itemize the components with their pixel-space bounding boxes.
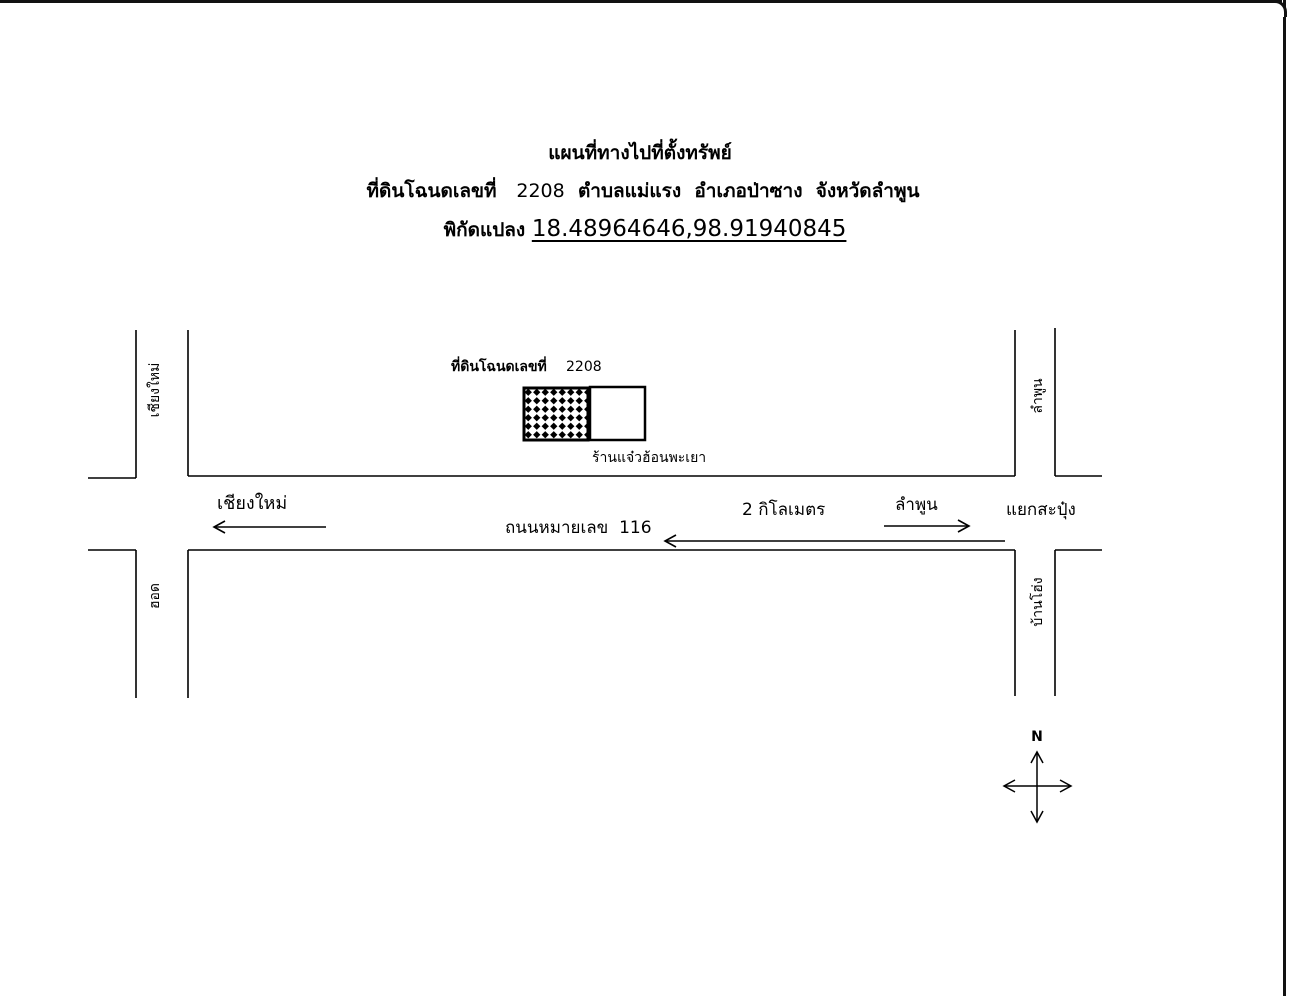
deed-location: ตำบลแม่แรง อำเภอป่าซาง จังหวัดลำพูน xyxy=(577,180,920,202)
road-label-ban-hong: บ้านโฮ่ง xyxy=(1029,577,1046,626)
deed-number: 2208 xyxy=(516,180,565,202)
map-title-block: แผนที่ทางไปที่ตั้งทรัพย์ ที่ดินโฉนดเลขที… xyxy=(0,134,1290,249)
deed-prefix: ที่ดินโฉนดเลขที่ xyxy=(366,180,497,202)
scan-border-right xyxy=(1283,0,1286,996)
arrow-west-icon xyxy=(212,520,326,534)
deed-info-line: ที่ดินโฉนดเลขที่ 2208 ตำบลแม่แรง อำเภอป่… xyxy=(0,172,1290,210)
compass-icon: N xyxy=(1002,729,1073,824)
shop-plot xyxy=(588,385,647,442)
coordinate-line: พิกัดแปลง 18.48964646,98.91940845 xyxy=(0,210,1290,249)
scan-border-top xyxy=(0,0,1282,3)
distance-label: 2 กิโลเมตร xyxy=(742,499,825,520)
coordinate-value: 18.48964646,98.91940845 xyxy=(531,216,847,242)
road-label-lamphun-vertical: ลำพูน xyxy=(1030,378,1046,414)
arrow-east-icon xyxy=(884,519,971,533)
road-label-hot: ฮอด xyxy=(147,583,163,609)
compass-north-label: N xyxy=(1031,729,1043,745)
plot-number: 2208 xyxy=(566,359,602,375)
distance-arrow-icon xyxy=(663,534,1005,548)
map-title: แผนที่ทางไปที่ตั้งทรัพย์ xyxy=(0,134,1290,172)
map-title-text: แผนที่ทางไปที่ตั้งทรัพย์ xyxy=(548,142,732,164)
road-label-chiang-mai-vertical: เชียงใหม่ xyxy=(146,363,163,418)
road-name-label: ถนนหมายเลข 116 xyxy=(505,518,652,538)
direction-arrows xyxy=(212,519,1005,548)
coordinate-prefix: พิกัดแปลง xyxy=(443,219,526,241)
direction-label-lamphun: ลำพูน xyxy=(895,495,938,515)
shop-label: ร้านแจ๋วฮ้อนพะเยา xyxy=(592,450,706,466)
subject-plot xyxy=(522,386,590,442)
scan-corner xyxy=(1270,0,1287,17)
plot-label: ที่ดินโฉนดเลขที่ xyxy=(451,356,547,375)
road-lines xyxy=(88,328,1102,698)
direction-label-chiang-mai: เชียงใหม่ xyxy=(217,492,287,514)
intersection-label: แยกสะปุ๋ง xyxy=(1006,500,1076,520)
